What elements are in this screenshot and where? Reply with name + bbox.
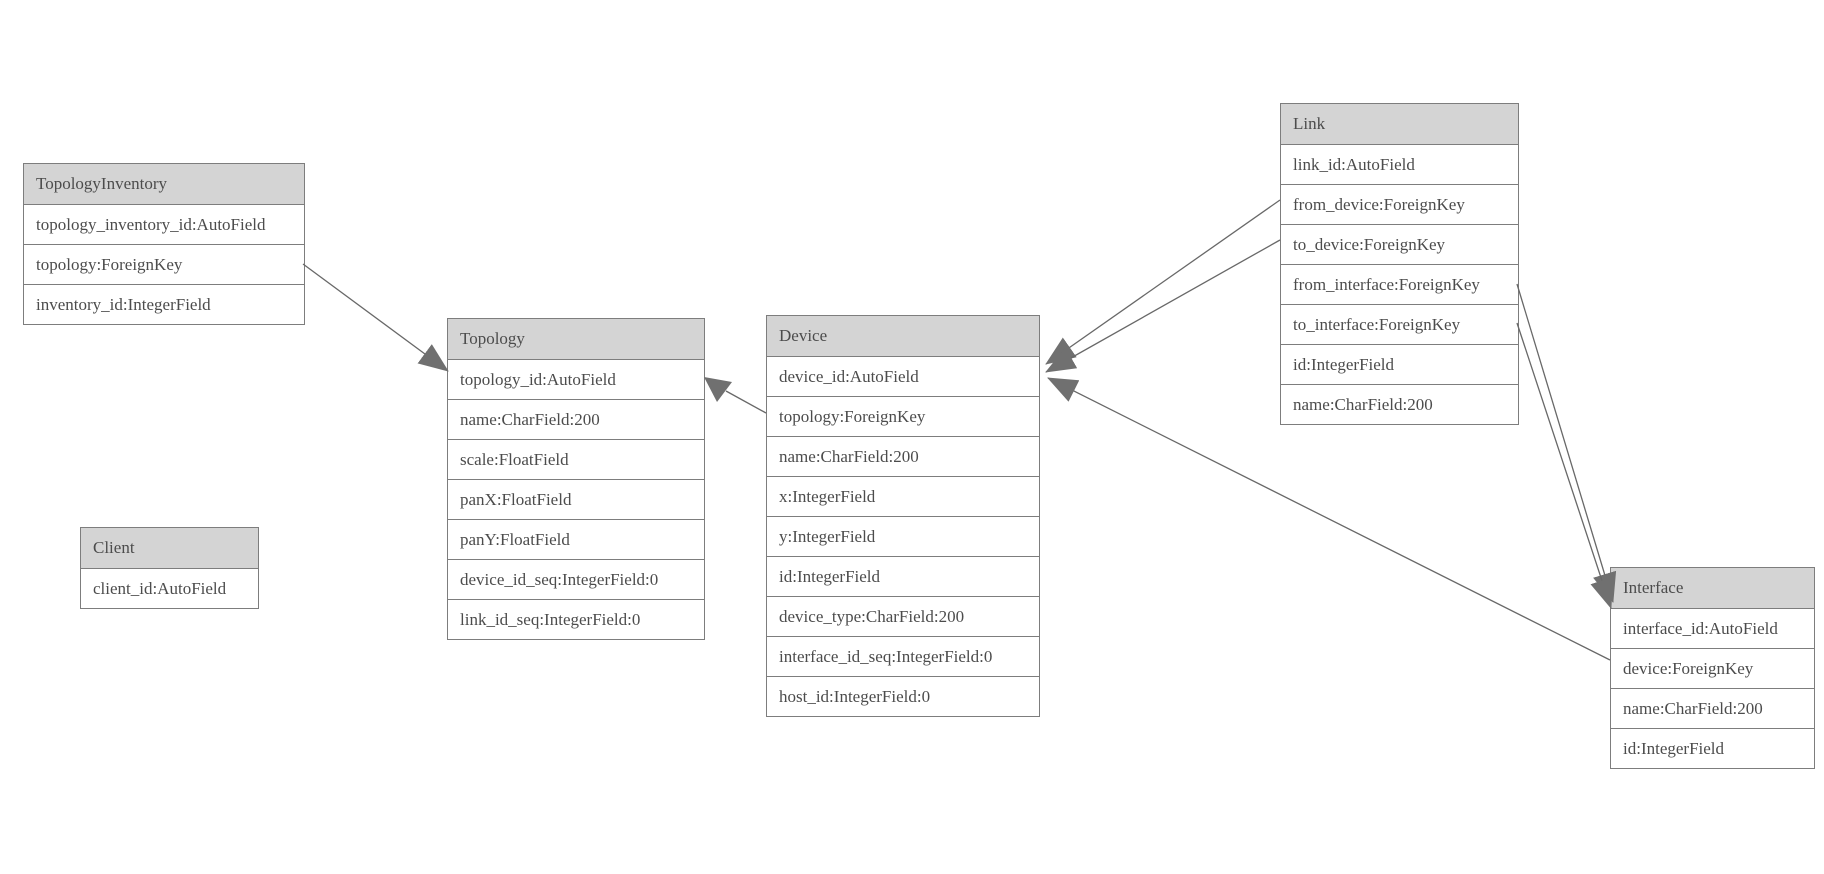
entity-field-interface-1: device:ForeignKey (1611, 648, 1814, 688)
entity-field-interface-3: id:IntegerField (1611, 728, 1814, 768)
entity-field-device-6: device_type:CharField:200 (767, 596, 1039, 636)
entity-field-topology-4: panY:FloatField (448, 519, 704, 559)
entity-field-topologyinventory-0: topology_inventory_id:AutoField (24, 204, 304, 244)
entity-field-topology-2: scale:FloatField (448, 439, 704, 479)
entity-field-device-5: id:IntegerField (767, 556, 1039, 596)
entity-title: Topology (448, 319, 704, 359)
entity-table-topologyinventory: TopologyInventory topology_inventory_id:… (23, 163, 305, 325)
entity-field-topology-0: topology_id:AutoField (448, 359, 704, 399)
entity-field-device-4: y:IntegerField (767, 516, 1039, 556)
edge-link-from-device (1045, 199, 1281, 365)
entity-table-client: Client client_id:AutoField (80, 527, 259, 609)
entity-field-device-8: host_id:IntegerField:0 (767, 676, 1039, 716)
entity-field-interface-2: name:CharField:200 (1611, 688, 1814, 728)
entity-field-topologyinventory-2: inventory_id:IntegerField (24, 284, 304, 324)
entity-field-client-0: client_id:AutoField (81, 568, 258, 608)
entity-field-link-3: from_interface:ForeignKey (1281, 264, 1518, 304)
entity-field-device-0: device_id:AutoField (767, 356, 1039, 396)
entity-field-link-6: name:CharField:200 (1281, 384, 1518, 424)
entity-field-list: client_id:AutoField (81, 568, 258, 608)
entity-field-link-5: id:IntegerField (1281, 344, 1518, 384)
entity-title: Client (81, 528, 258, 568)
entity-field-topologyinventory-1: topology:ForeignKey (24, 244, 304, 284)
entity-title: TopologyInventory (24, 164, 304, 204)
entity-field-link-0: link_id:AutoField (1281, 144, 1518, 184)
edge-link-from-interface (1516, 283, 1617, 603)
edge-topologyinventory-topology (302, 263, 449, 372)
entity-field-topology-1: name:CharField:200 (448, 399, 704, 439)
entity-title: Interface (1611, 568, 1814, 608)
edge-link-to-interface (1516, 322, 1614, 609)
entity-field-device-1: topology:ForeignKey (767, 396, 1039, 436)
entity-field-device-3: x:IntegerField (767, 476, 1039, 516)
entity-field-device-7: interface_id_seq:IntegerField:0 (767, 636, 1039, 676)
entity-field-interface-0: interface_id:AutoField (1611, 608, 1814, 648)
entity-field-topology-3: panX:FloatField (448, 479, 704, 519)
entity-field-link-4: to_interface:ForeignKey (1281, 304, 1518, 344)
entity-field-topology-6: link_id_seq:IntegerField:0 (448, 599, 704, 639)
edge-link-to-device (1045, 239, 1281, 373)
edge-device-topology-arrowhead-icon (704, 377, 732, 402)
entity-field-link-2: to_device:ForeignKey (1281, 224, 1518, 264)
entity-field-topology-5: device_id_seq:IntegerField:0 (448, 559, 704, 599)
entity-title: Device (767, 316, 1039, 356)
entity-field-device-2: name:CharField:200 (767, 436, 1039, 476)
entity-title: Link (1281, 104, 1518, 144)
entity-field-link-1: from_device:ForeignKey (1281, 184, 1518, 224)
edge-device-topology (725, 390, 767, 414)
